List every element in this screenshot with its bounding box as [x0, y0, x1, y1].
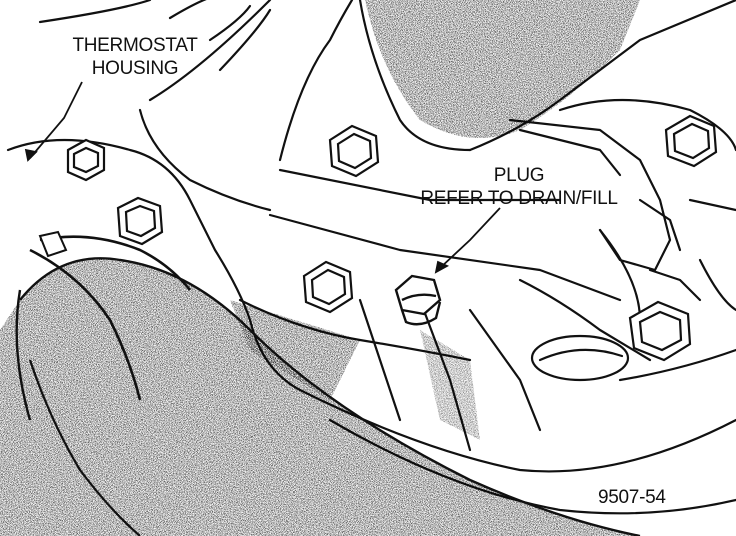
thermostat-leader-arrow — [24, 148, 38, 162]
bolt-center-bottom — [302, 260, 354, 314]
flange-edge-2 — [268, 213, 622, 302]
thermostat-housing-label-line2: HOUSING — [91, 58, 179, 79]
lower-right-contour-5 — [698, 258, 736, 312]
upper-contour-3 — [208, 4, 252, 42]
sensor-detail-1 — [518, 128, 622, 177]
casting-inner-curve — [138, 108, 272, 212]
lower-right-contour-3 — [618, 348, 736, 382]
thermostat-housing-label: THERMOSTAT HOUSING — [60, 34, 210, 80]
sensor-detail-3 — [648, 268, 702, 302]
plug-leader — [439, 207, 501, 269]
flange-edge-7 — [518, 278, 652, 362]
thermostat-housing-label-line1: THERMOSTAT — [72, 35, 198, 56]
oval-port-inner — [538, 348, 624, 362]
flange-edge-4 — [358, 298, 402, 422]
lower-right-contour-4 — [688, 198, 736, 212]
casting-shading — [230, 0, 640, 440]
lower-right-contour-1 — [298, 388, 736, 473]
leader-lines — [24, 81, 501, 274]
upper-contour-1 — [38, 0, 152, 24]
plug-icon — [394, 274, 442, 326]
thermostat-leader — [29, 81, 83, 159]
sensor-detail-2 — [638, 198, 682, 252]
casting-upper-curve-b — [278, 0, 354, 162]
hose-clamp — [29, 235, 192, 401]
flange-edge-6 — [468, 308, 542, 432]
plug-label-line1: PLUG — [493, 165, 545, 186]
sensor-wire — [598, 228, 642, 322]
sensor-body — [508, 118, 672, 272]
plug-leader-arrow — [434, 260, 450, 274]
hose-icon — [0, 230, 641, 536]
casting-upper-curve-a — [148, 0, 272, 102]
bolt-center-top — [328, 124, 380, 178]
bolt-thermostat-1 — [66, 138, 106, 182]
bolt-lower-right — [628, 300, 692, 362]
bolt-upper-right — [664, 114, 718, 168]
flange-edge-1 — [278, 168, 562, 202]
casting-right-arc — [558, 98, 736, 152]
upper-contour-2 — [168, 0, 207, 20]
plug-label: PLUG REFER TO DRAIN/FILL — [404, 164, 634, 210]
oval-port — [530, 334, 630, 382]
bolt-icon — [66, 114, 718, 362]
upper-contour-4 — [218, 8, 272, 72]
bolt-thermostat-2 — [116, 196, 164, 246]
plug-label-line2: REFER TO DRAIN/FILL — [420, 188, 618, 209]
figure-number: 9507-54 — [598, 487, 666, 508]
casting-upper-curve-c — [358, 0, 472, 152]
